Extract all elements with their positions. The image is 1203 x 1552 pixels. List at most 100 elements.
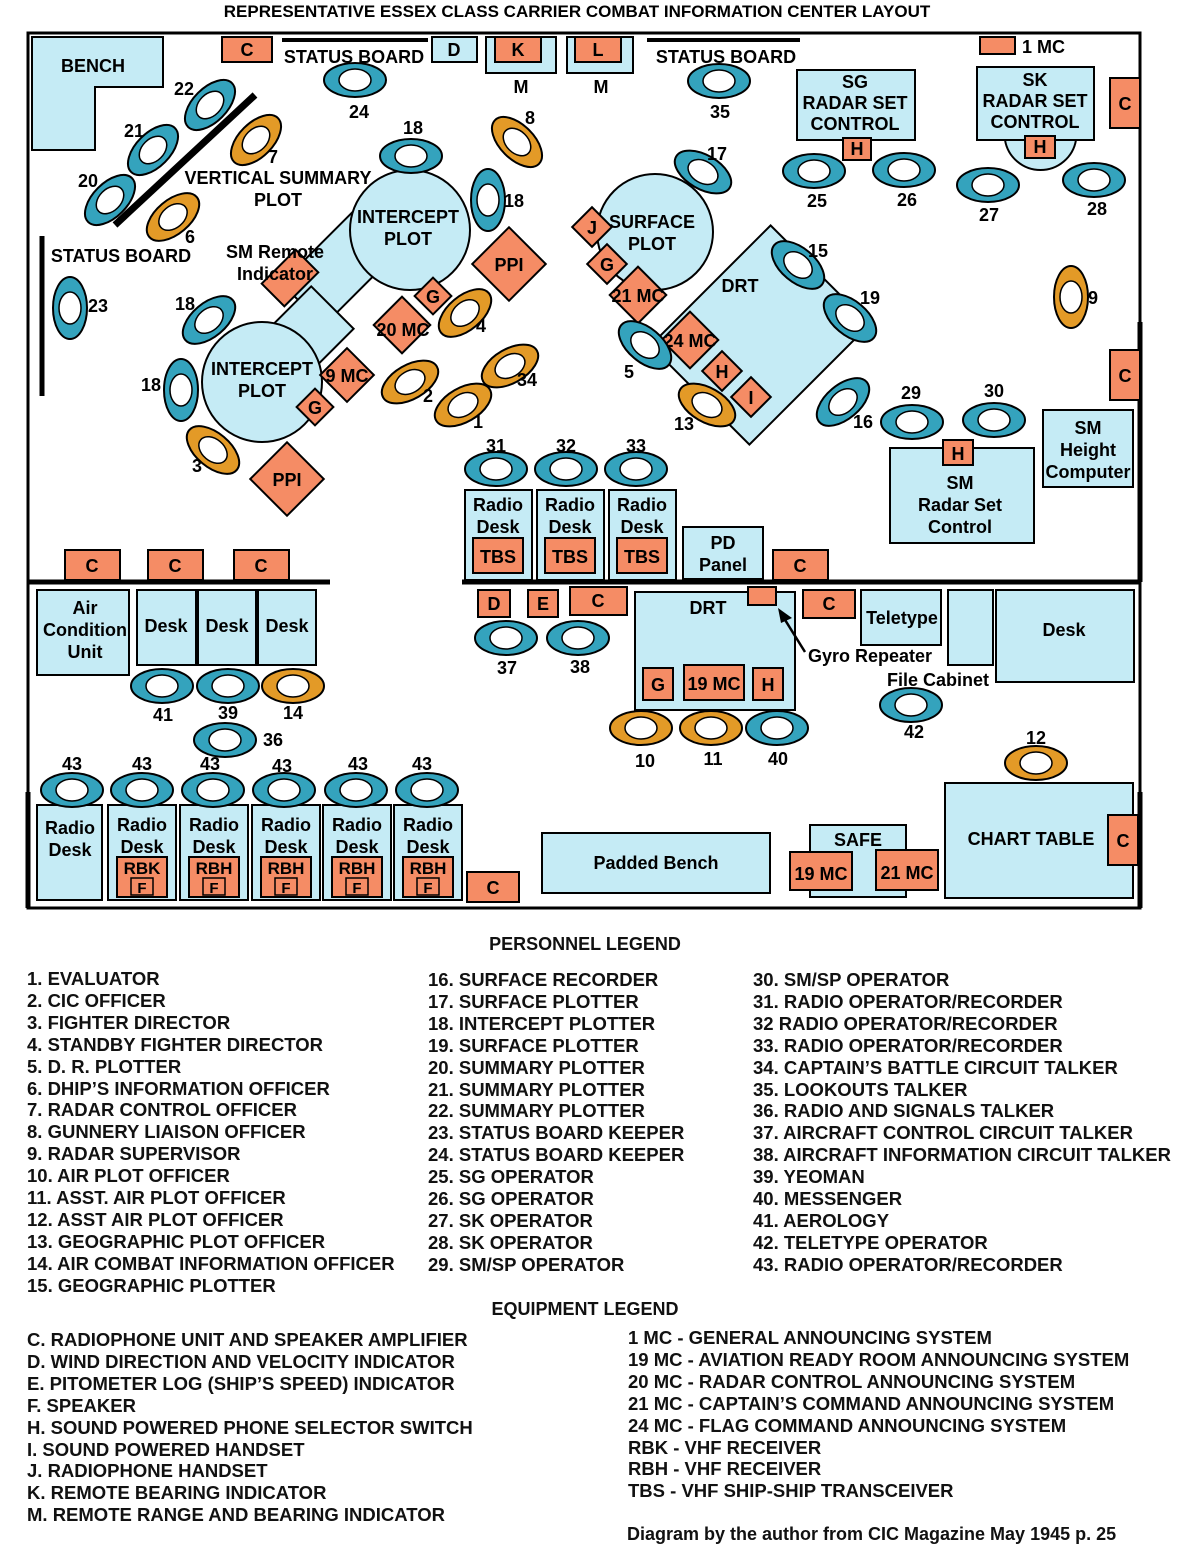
svg-text:43: 43 — [132, 754, 152, 774]
equipment-20mc — [372, 295, 432, 355]
svg-text:F: F — [423, 880, 432, 897]
legend-item: 12. ASST AIR PLOT OFFICER — [27, 1208, 284, 1230]
svg-text:Height: Height — [1060, 440, 1116, 460]
personnel-legend-column-3: 30. SM/SP OPERATOR 31. RADIO OPERATOR/RE… — [753, 969, 1171, 1276]
svg-text:3: 3 — [192, 456, 202, 476]
svg-text:File Cabinet: File Cabinet — [887, 670, 989, 690]
svg-text:16: 16 — [853, 412, 873, 432]
legend-item: 37. AIRCRAFT CONTROL CIRCUIT TALKER — [753, 1122, 1133, 1144]
legend-item: J. RADIOPHONE HANDSET — [27, 1460, 268, 1482]
svg-text:C: C — [86, 556, 99, 576]
svg-text:Desk: Desk — [548, 517, 592, 537]
svg-text:PLOT: PLOT — [628, 234, 676, 254]
svg-text:I: I — [748, 388, 753, 408]
svg-text:38: 38 — [570, 657, 590, 677]
svg-text:43: 43 — [62, 754, 82, 774]
legend-item: M. REMOTE RANGE AND BEARING INDICATOR — [27, 1504, 445, 1526]
svg-text:RBH: RBH — [339, 859, 376, 878]
svg-text:14: 14 — [283, 703, 303, 723]
legend-item: 5. D. R. PLOTTER — [27, 1055, 182, 1077]
chart-table — [944, 782, 1134, 899]
svg-text:Desk: Desk — [476, 517, 520, 537]
equipment-l — [574, 36, 622, 63]
legend-item: 27. SK OPERATOR — [428, 1209, 593, 1231]
svg-text:Radio: Radio — [117, 815, 167, 835]
svg-text:6: 6 — [185, 227, 195, 247]
svg-text:Control: Control — [928, 517, 992, 537]
gyro-repeater — [747, 586, 777, 606]
svg-text:J: J — [587, 218, 597, 238]
legend-item: 25. SG OPERATOR — [428, 1166, 594, 1188]
legend-item: H. SOUND POWERED PHONE SELECTOR SWITCH — [27, 1416, 473, 1438]
svg-text:21 MC: 21 MC — [611, 286, 664, 306]
svg-text:Desk: Desk — [1042, 620, 1086, 640]
svg-text:Radio: Radio — [189, 815, 239, 835]
svg-text:SG: SG — [842, 72, 868, 92]
svg-text:Computer: Computer — [1046, 462, 1131, 482]
svg-text:RADAR SET: RADAR SET — [802, 93, 907, 113]
svg-text:29: 29 — [901, 383, 921, 403]
svg-text:C: C — [794, 556, 807, 576]
legend-item: 21. SUMMARY PLOTTER — [428, 1078, 645, 1100]
legend-item: 34. CAPTAIN’S BATTLE CIRCUIT TALKER — [753, 1056, 1118, 1078]
legend-item: 19. SURFACE PLOTTER — [428, 1034, 639, 1056]
svg-text:21: 21 — [124, 121, 144, 141]
legend-item: 20 MC - RADAR CONTROL ANNOUNCING SYSTEM — [628, 1370, 1076, 1392]
svg-text:8: 8 — [525, 108, 535, 128]
legend-item: 26. SG OPERATOR — [428, 1188, 594, 1210]
svg-text:K: K — [512, 40, 525, 60]
legend-item: RBH - VHF RECEIVER — [628, 1458, 822, 1480]
legend-item: K. REMOTE BEARING INDICATOR — [27, 1482, 327, 1504]
svg-text:42: 42 — [904, 722, 924, 742]
svg-text:23: 23 — [88, 296, 108, 316]
svg-text:Radio: Radio — [45, 818, 95, 838]
vertical-summary-plot-label: VERTICAL SUMMARY — [184, 168, 371, 188]
legend-item: 4. STANDBY FIGHTER DIRECTOR — [27, 1033, 324, 1055]
ppi-lower — [248, 440, 326, 518]
svg-text:TBS: TBS — [552, 547, 588, 567]
svg-text:RBH: RBH — [410, 859, 447, 878]
legend-item: 28. SK OPERATOR — [428, 1231, 593, 1253]
svg-text:28: 28 — [1087, 199, 1107, 219]
pd-panel — [682, 526, 764, 580]
svg-text:F: F — [137, 880, 146, 897]
svg-text:Panel: Panel — [699, 555, 747, 575]
svg-text:18: 18 — [504, 191, 524, 211]
equipment-c — [221, 36, 273, 63]
legend-item: 20. SUMMARY PLOTTER — [428, 1056, 645, 1078]
legend-item: 9. RADAR SUPERVISOR — [27, 1143, 241, 1165]
svg-text:Padded Bench: Padded Bench — [593, 853, 718, 873]
legend-item: 18. INTERCEPT PLOTTER — [428, 1012, 656, 1034]
status-board-label: STATUS BOARD — [284, 47, 424, 67]
svg-text:35: 35 — [710, 102, 730, 122]
svg-text:21 MC: 21 MC — [880, 863, 933, 883]
legend-item: 39. YEOMAN — [753, 1166, 865, 1188]
svg-text:36: 36 — [263, 730, 283, 750]
svg-text:2: 2 — [423, 386, 433, 406]
svg-text:Radio: Radio — [261, 815, 311, 835]
legend-item: 7. RADAR CONTROL OFFICER — [27, 1099, 297, 1121]
legend-item: 30. SM/SP OPERATOR — [753, 969, 950, 990]
svg-text:Radio: Radio — [332, 815, 382, 835]
legend-item: 42. TELETYPE OPERATOR — [753, 1231, 988, 1253]
personnel-legend-column-1: 1. EVALUATOR 2. CIC OFFICER 3. FIGHTER D… — [27, 968, 395, 1297]
legend-item: 2. CIC OFFICER — [27, 989, 166, 1011]
svg-text:G: G — [651, 675, 665, 695]
svg-text:SURFACE: SURFACE — [609, 212, 695, 232]
vertical-summary-plot — [112, 92, 258, 228]
svg-text:PD: PD — [710, 533, 735, 553]
sk-radar-set-control — [976, 66, 1095, 141]
svg-text:18: 18 — [175, 294, 195, 314]
svg-text:25: 25 — [807, 191, 827, 211]
svg-text:PLOT: PLOT — [238, 381, 286, 401]
legend-item: 11. ASST. AIR PLOT OFFICER — [27, 1187, 286, 1209]
desk — [136, 589, 197, 666]
svg-text:Desk: Desk — [144, 616, 188, 636]
svg-text:F: F — [281, 880, 290, 897]
svg-text:43: 43 — [272, 756, 292, 776]
svg-text:11: 11 — [703, 749, 722, 769]
ppi-upper — [470, 225, 548, 303]
legend-item: 31. RADIO OPERATOR/RECORDER — [753, 990, 1063, 1012]
svg-text:H: H — [716, 362, 729, 382]
desk — [197, 589, 257, 666]
